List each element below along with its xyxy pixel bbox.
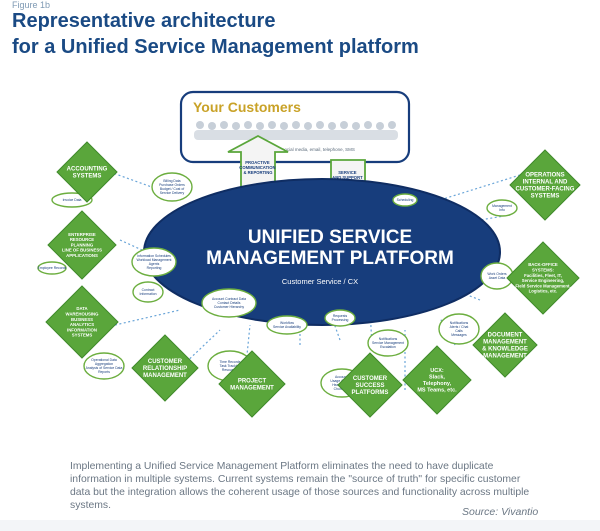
platform-title-line-2: MANAGEMENT PLATFORM [206,248,454,269]
svg-text:Employee Records: Employee Records [38,266,67,270]
diamond-ucx: UCX:Slack,Telephony,MS Teams, etc. [402,345,472,415]
figure-label: Figure 1b [12,0,51,10]
svg-text:Scheduling: Scheduling [397,198,414,202]
customer-crowd-icon [194,121,398,140]
title-line-1: Representative architecture [12,10,276,32]
source-credit: Source: Vivantio [462,506,539,518]
customers-box: Your Customers Connecting via portals, s… [179,90,411,164]
svg-text:PROACTIVE COMMUNICATION: PROACTIVE COMMUNICATION & REPORTING [239,160,276,175]
oval-erp-left: Employee Records [37,261,67,275]
oval-scheduling: Scheduling [392,193,418,207]
title-line-2: for a Unified Service Management platfor… [12,36,419,58]
platform-subtitle: Customer Service / CX [282,277,358,286]
platform-title-line-1: UNIFIED SERVICE [248,227,412,248]
svg-text:Invoice Data: Invoice Data [63,198,82,202]
page-title: Representative architecture for a Unifie… [12,8,419,60]
svg-text:UCX:Slack,Telephony,MS Teams,: UCX:Slack,Telephony,MS Teams, etc. [417,368,457,394]
platform-ellipse: UNIFIED SERVICE MANAGEMENT PLATFORM Cust… [143,178,501,326]
caption: Implementing a Unified Service Managemen… [70,461,530,511]
customers-title: Your Customers [193,99,301,115]
customers-subtitle: Connecting via portals, social media, em… [235,147,355,152]
footer-bar [0,520,600,531]
